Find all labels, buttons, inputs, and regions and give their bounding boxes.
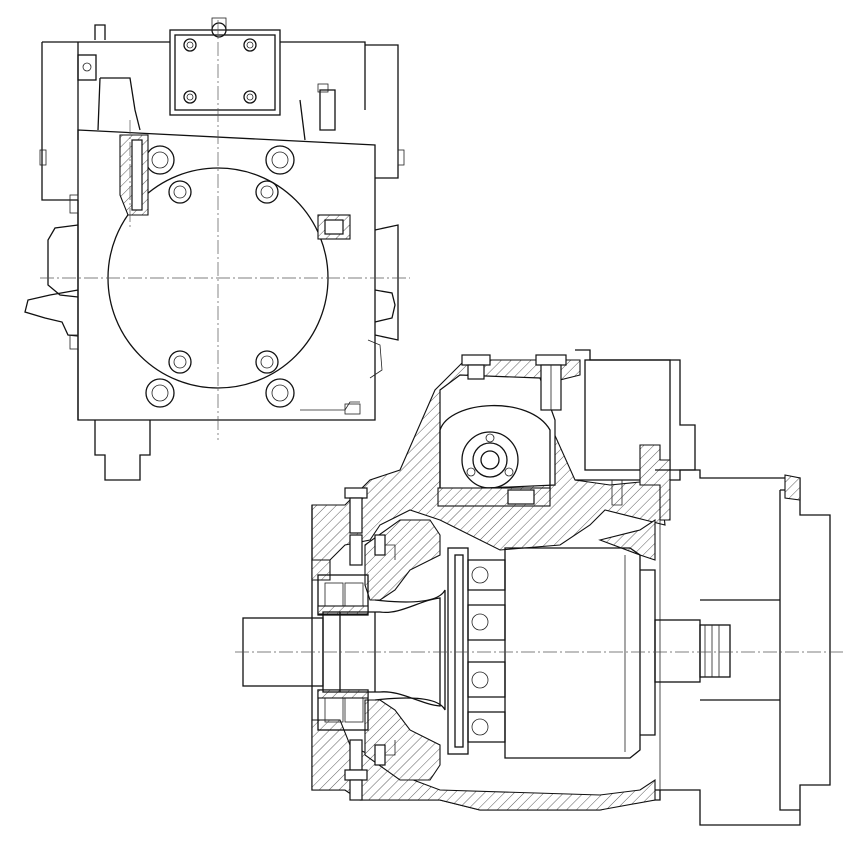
main-body: [77, 129, 376, 421]
cylinder-barrel: [504, 547, 656, 759]
swash-plate: [364, 519, 446, 781]
front-bearing: [317, 574, 369, 731]
top-screws: [344, 354, 567, 534]
end-view: [24, 17, 410, 481]
control-box: [575, 349, 696, 521]
section-view: [235, 349, 845, 826]
side-bolts: [344, 534, 396, 801]
valve-plate: [447, 547, 469, 755]
rear-shaft: [654, 619, 731, 683]
pistons: [467, 559, 506, 743]
control-block: [169, 17, 281, 116]
housing-top: [311, 359, 666, 561]
control-piston: [437, 404, 551, 507]
end-cover: [655, 469, 831, 826]
